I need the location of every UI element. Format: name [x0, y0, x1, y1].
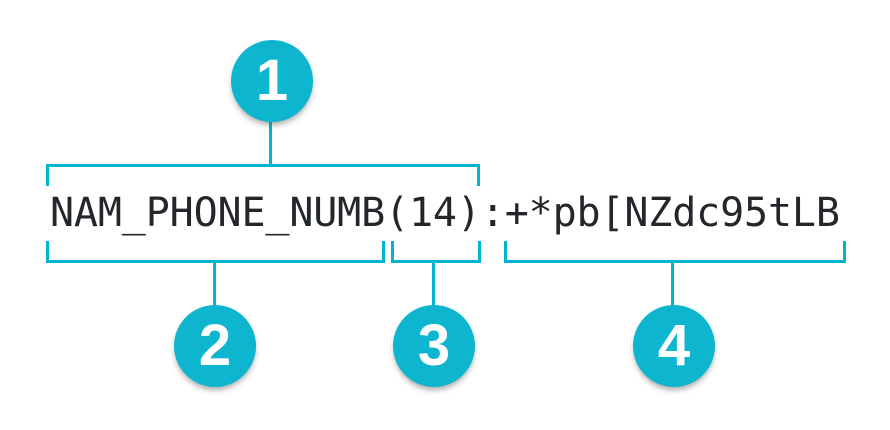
callout-circle-4: 4 [633, 305, 715, 387]
bracket-token-value [504, 241, 846, 263]
callout-number-2: 2 [198, 313, 232, 378]
callout-number-1: 1 [255, 48, 289, 113]
bracket-token-name [46, 241, 385, 263]
callout-stem-1 [269, 119, 272, 166]
bracket-token-name-and-length [46, 164, 480, 186]
bracket-token-length [391, 241, 481, 263]
callout-number-4: 4 [657, 313, 691, 378]
callout-stem-3 [432, 261, 435, 309]
callout-stem-2 [213, 261, 216, 309]
callout-circle-3: 3 [393, 305, 475, 387]
token-text: NAM_PHONE_NUMB(14):+*pb[NZdc95tLB [50, 190, 840, 236]
callout-circle-2: 2 [174, 305, 256, 387]
callout-number-3: 3 [417, 313, 451, 378]
callout-circle-1: 1 [231, 40, 313, 122]
callout-stem-4 [671, 261, 674, 309]
